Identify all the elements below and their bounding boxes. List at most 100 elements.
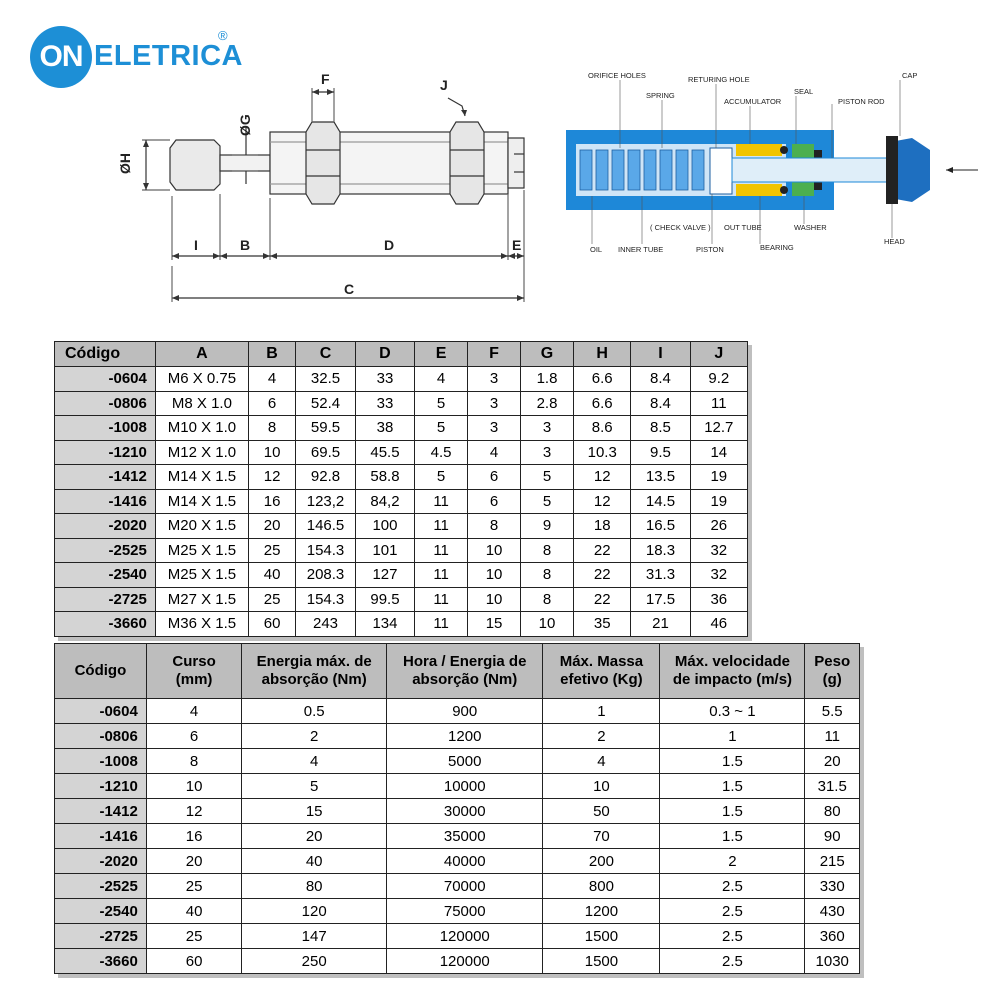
table-cell: 40: [145, 898, 243, 924]
table-cell: 22: [573, 562, 632, 588]
table-cell: 5: [241, 773, 388, 799]
table-cell: 9.2: [689, 366, 749, 392]
model-code-cell: -1008: [54, 748, 147, 774]
performance-header-cell: Código: [54, 643, 147, 699]
table-cell: 101: [354, 537, 416, 563]
table-cell: 38: [354, 415, 416, 441]
table-cell: M27 X 1.5: [154, 586, 249, 612]
performance-header-cell: Curso(mm): [145, 643, 243, 699]
model-code-cell: -0806: [54, 723, 147, 749]
table-cell: 1.5: [659, 773, 806, 799]
table-cell: 134: [354, 611, 416, 637]
table-cell: 12.7: [689, 415, 749, 441]
model-code-cell: -2540: [54, 562, 156, 588]
table-cell: 8: [467, 513, 521, 539]
table-cell: 50: [542, 798, 661, 824]
table-cell: 58.8: [354, 464, 416, 490]
dim-label-h: ØH: [117, 153, 133, 174]
table-cell: 4: [145, 698, 243, 724]
table-cell: 69.5: [295, 439, 356, 465]
table-cell: 250: [241, 948, 388, 974]
table-cell: 16: [247, 488, 297, 514]
table-cell: 208.3: [295, 562, 356, 588]
table-cell: 120000: [386, 948, 544, 974]
model-code-cell: -0604: [54, 366, 156, 392]
table-cell: 19: [689, 464, 749, 490]
model-code-cell: -2020: [54, 848, 147, 874]
table-cell: 1500: [542, 948, 661, 974]
table-cell: 11: [804, 723, 860, 749]
table-cell: 22: [573, 586, 632, 612]
table-cell: 4.5: [414, 439, 469, 465]
dimensions-header-cell: B: [247, 341, 297, 367]
table-cell: 25: [247, 586, 297, 612]
dimensions-header-cell: D: [354, 341, 416, 367]
table-cell: 75000: [386, 898, 544, 924]
table-cell: 46: [689, 611, 749, 637]
table-cell: 25: [247, 537, 297, 563]
table-cell: 70000: [386, 873, 544, 899]
table-cell: 10.3: [573, 439, 632, 465]
table-cell: 5: [519, 464, 575, 490]
model-code-cell: -1008: [54, 415, 156, 441]
table-cell: 60: [247, 611, 297, 637]
table-cell: 12: [145, 798, 243, 824]
logo-registered-mark: ®: [218, 28, 228, 43]
logo-wordmark: ELETRICA: [94, 40, 243, 72]
table-cell: 30000: [386, 798, 544, 824]
dimensions-header-cell: F: [467, 341, 521, 367]
part-washer: WASHER: [794, 223, 827, 232]
table-cell: 3: [519, 439, 575, 465]
dim-label-e: E: [512, 237, 521, 253]
logo-on-badge: ON: [30, 26, 92, 88]
table-cell: 4: [414, 366, 469, 392]
table-cell: 26: [689, 513, 749, 539]
table-cell: 16.5: [630, 513, 691, 539]
table-cell: 123,2: [295, 488, 356, 514]
table-cell: 12: [247, 464, 297, 490]
table-cell: 200: [542, 848, 661, 874]
table-cell: 31.5: [804, 773, 860, 799]
table-cell: 32: [689, 562, 749, 588]
table-cell: 6.6: [573, 366, 632, 392]
table-cell: 8: [247, 415, 297, 441]
dim-label-c: C: [344, 281, 354, 297]
table-cell: 80: [804, 798, 860, 824]
table-cell: 11: [414, 488, 469, 514]
table-cell: 8: [519, 562, 575, 588]
table-cell: 11: [414, 611, 469, 637]
table-cell: 120: [241, 898, 388, 924]
table-cell: M8 X 1.0: [154, 390, 249, 416]
table-cell: 12: [573, 464, 632, 490]
table-cell: 40: [247, 562, 297, 588]
table-cell: 59.5: [295, 415, 356, 441]
table-cell: 2.5: [659, 898, 806, 924]
table-cell: 17.5: [630, 586, 691, 612]
table-cell: 20: [241, 823, 388, 849]
table-cell: 1.5: [659, 798, 806, 824]
table-cell: 40000: [386, 848, 544, 874]
table-cell: 2: [241, 723, 388, 749]
dimensions-header-cell: J: [689, 341, 749, 367]
table-cell: 13.5: [630, 464, 691, 490]
table-cell: 2.5: [659, 923, 806, 949]
table-cell: M25 X 1.5: [154, 562, 249, 588]
table-cell: M36 X 1.5: [154, 611, 249, 637]
table-cell: 2.8: [519, 390, 575, 416]
model-code-cell: -1412: [54, 798, 147, 824]
table-cell: 0.5: [241, 698, 388, 724]
table-cell: 5: [414, 390, 469, 416]
